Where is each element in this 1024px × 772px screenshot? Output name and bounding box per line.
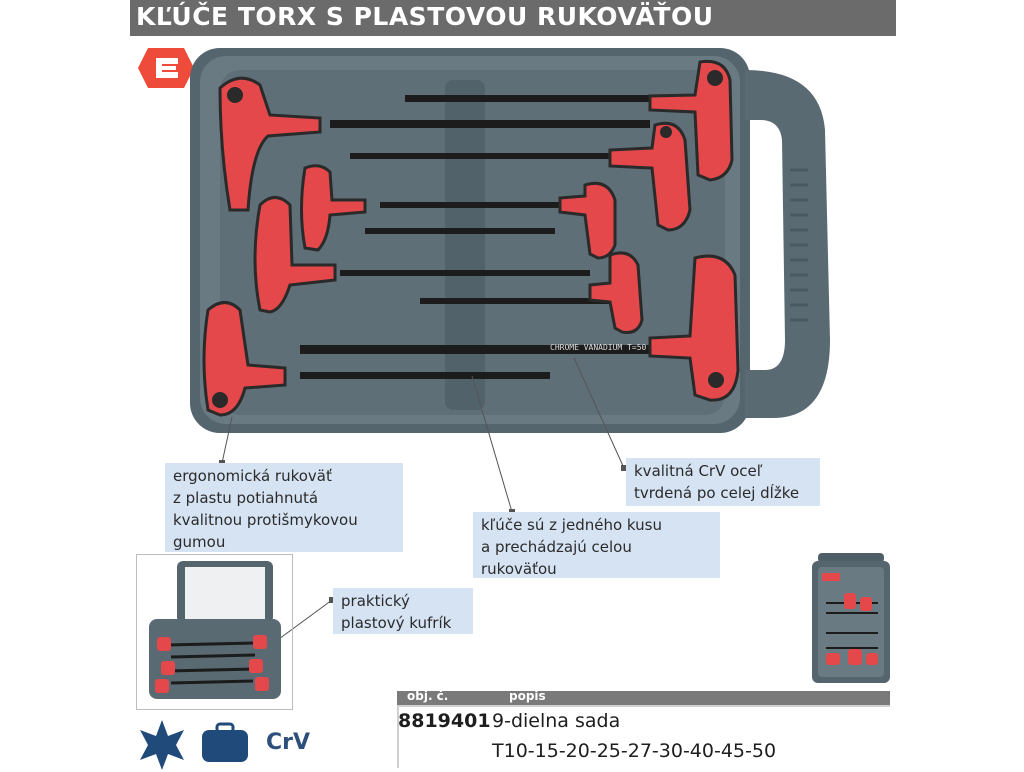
material-crv-label: CrV <box>266 730 311 755</box>
product-code: 8819401 <box>398 710 491 732</box>
column-desc-header: popis <box>509 689 546 703</box>
callout-text-line: kľúče sú z jedného kusu <box>481 516 662 534</box>
callout-steel: kvalitná CrV oceľ tvrdená po celej dĺžke <box>626 458 820 506</box>
callout-text-line: tvrdená po celej dĺžke <box>634 484 800 502</box>
product-desc-line1: 9-dielna sada <box>492 710 621 732</box>
extol-logo-icon <box>138 48 194 88</box>
callout-text-line: rukoväťou <box>481 560 557 578</box>
callout-one-piece: kľúče sú z jedného kusu a prechádzajú ce… <box>473 512 720 578</box>
open-case-thumbnail <box>136 554 293 710</box>
product-table-header: obj. č. popis <box>397 689 890 705</box>
callout-text-line: praktický <box>341 592 410 610</box>
title-bar: KĽÚČE TORX S PLASTOVOU RUKOVÄŤOU <box>130 0 896 36</box>
callout-text-line: gumou <box>173 533 226 551</box>
callout-text-line: plastový kufrík <box>341 614 452 632</box>
callout-text-line: a prechádzajú celou <box>481 538 632 556</box>
callout-text-line: kvalitnou protišmykovou <box>173 511 358 529</box>
torx-key-set-case: CHROME VANADIUM T=50 <box>190 48 830 433</box>
product-table-frame <box>397 705 890 768</box>
callout-text-line: kvalitná CrV oceľ <box>634 462 763 480</box>
page-title: KĽÚČE TORX S PLASTOVOU RUKOVÄŤOU <box>136 2 714 31</box>
callout-text-line: z plastu potiahnutá <box>173 489 319 507</box>
closed-case-thumbnail <box>812 553 890 683</box>
shaft-marking: CHROME VANADIUM T=50 <box>550 343 647 352</box>
column-code-header: obj. č. <box>407 689 449 703</box>
product-desc-line2: T10-15-20-25-27-30-40-45-50 <box>492 740 777 762</box>
callout-text-line: ergonomická rukoväť <box>173 467 332 485</box>
callout-handle: ergonomická rukoväť z plastu potiahnutá … <box>165 463 403 552</box>
callout-case: praktický plastový kufrík <box>333 588 473 634</box>
carry-case-icon <box>202 722 248 762</box>
torx-star-icon <box>140 720 184 770</box>
